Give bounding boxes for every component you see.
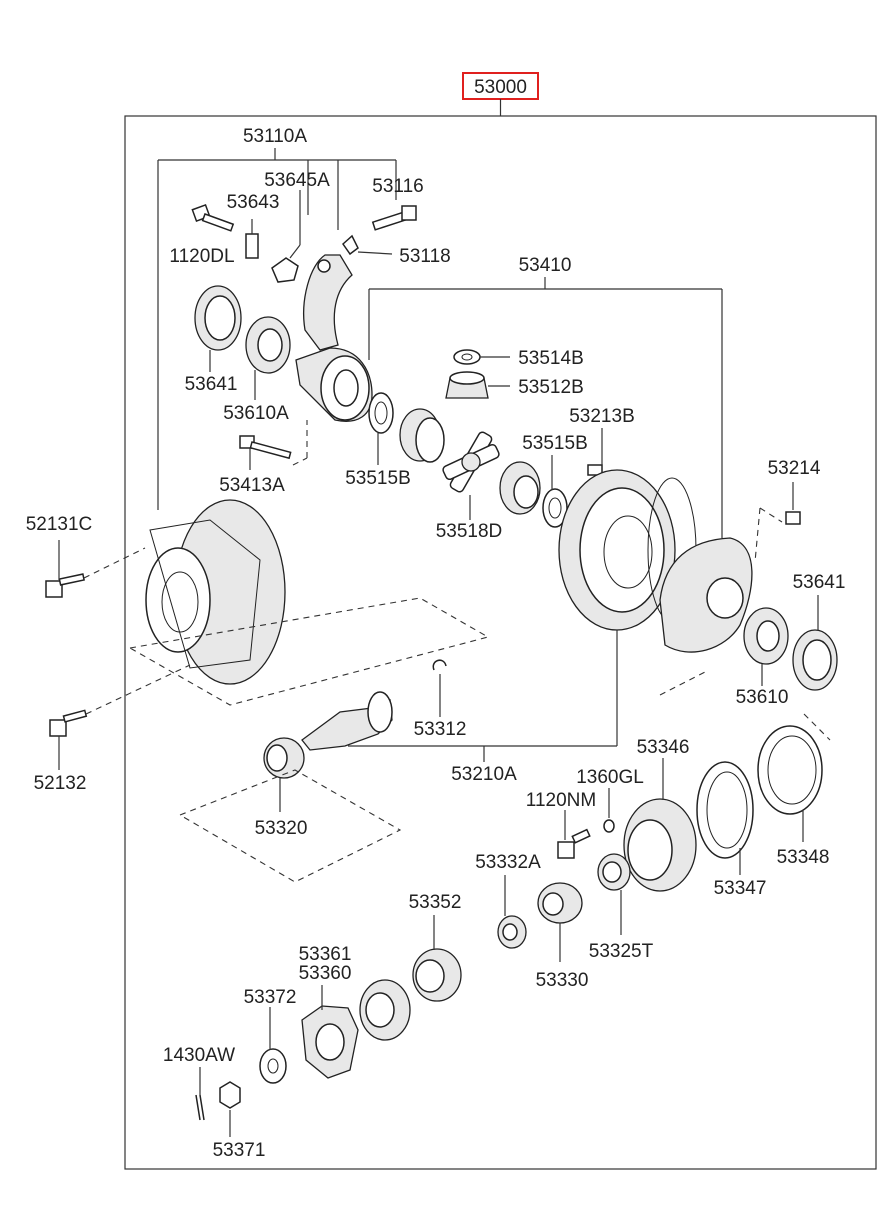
label-53512B[interactable]: 53512B bbox=[518, 377, 584, 398]
bearing-53610A-drawing bbox=[245, 316, 291, 374]
label-53360[interactable]: 53360 bbox=[299, 963, 352, 984]
label-53514B[interactable]: 53514B bbox=[518, 348, 584, 369]
label-1120NM[interactable]: 1120NM bbox=[526, 790, 596, 811]
assembly-plane-lower bbox=[178, 769, 402, 883]
seal-53325T-drawing bbox=[597, 853, 631, 891]
label-53346[interactable]: 53346 bbox=[637, 737, 690, 758]
label-53352[interactable]: 53352 bbox=[409, 892, 462, 913]
lock-53118-drawing bbox=[342, 234, 359, 256]
drive-pinion-drawing bbox=[301, 691, 393, 751]
label-1360GL[interactable]: 1360GL bbox=[576, 767, 644, 788]
label-53325T[interactable]: 53325T bbox=[589, 941, 654, 962]
label-53332A[interactable]: 53332A bbox=[475, 852, 541, 873]
companion-flange-drawing bbox=[301, 1005, 359, 1079]
bevel-cover-drawing bbox=[659, 537, 753, 653]
bolt-52132-drawing bbox=[49, 709, 88, 737]
bearing-53610-drawing bbox=[743, 607, 789, 665]
label-53348[interactable]: 53348 bbox=[777, 847, 830, 868]
gasket-53347-drawing bbox=[696, 761, 754, 859]
adjuster-nut-right-drawing bbox=[792, 629, 838, 691]
label-53645A[interactable]: 53645A bbox=[264, 170, 330, 191]
label-53610[interactable]: 53610 bbox=[736, 687, 789, 708]
label-53330[interactable]: 53330 bbox=[536, 970, 589, 991]
retainer-53346-drawing bbox=[623, 798, 697, 892]
pinion-gear-53512B-drawing bbox=[445, 371, 489, 399]
side-gear-left-drawing bbox=[399, 408, 445, 463]
label-53116[interactable]: 53116 bbox=[372, 176, 423, 197]
label-53641-right[interactable]: 53641 bbox=[793, 572, 846, 593]
snap-ring-53312-drawing bbox=[432, 659, 447, 671]
label-53610A[interactable]: 53610A bbox=[223, 403, 289, 424]
label-53210A[interactable]: 53210A bbox=[451, 764, 517, 785]
label-53641-left[interactable]: 53641 bbox=[185, 374, 238, 395]
label-53320[interactable]: 53320 bbox=[255, 818, 308, 839]
bolt-1120NM-drawing bbox=[557, 828, 591, 859]
oil-seal-53352-drawing bbox=[412, 948, 462, 1002]
label-1430AW[interactable]: 1430AW bbox=[163, 1045, 235, 1066]
label-53515B-left[interactable]: 53515B bbox=[345, 468, 411, 489]
label-53413A[interactable]: 53413A bbox=[219, 475, 285, 496]
bearing-53320-drawing bbox=[263, 737, 305, 779]
washer-1360GL-drawing bbox=[603, 819, 615, 833]
label-52131C[interactable]: 52131C bbox=[26, 514, 93, 535]
label-53518D[interactable]: 53518D bbox=[436, 521, 503, 542]
label-53410[interactable]: 53410 bbox=[519, 255, 572, 276]
label-53347[interactable]: 53347 bbox=[714, 878, 767, 899]
label-53643[interactable]: 53643 bbox=[227, 192, 280, 213]
bearing-53330-drawing bbox=[537, 882, 583, 924]
label-52132[interactable]: 52132 bbox=[34, 773, 87, 794]
spacer-53332A-drawing bbox=[497, 915, 527, 949]
washer-53514B-drawing bbox=[453, 349, 481, 365]
washer-53515B-left-drawing bbox=[368, 392, 394, 434]
label-53361[interactable]: 53361 bbox=[299, 944, 352, 965]
spider-53518D-drawing bbox=[442, 431, 500, 493]
label-53118[interactable]: 53118 bbox=[399, 246, 450, 267]
ring-gear-drawing bbox=[558, 469, 697, 631]
bolt-52131C-drawing bbox=[45, 573, 85, 598]
clip-53643-drawing bbox=[245, 233, 259, 259]
label-53372[interactable]: 53372 bbox=[244, 987, 297, 1008]
label-53312[interactable]: 53312 bbox=[414, 719, 467, 740]
washer-53372-drawing bbox=[259, 1048, 287, 1084]
bearing-cap-drawing bbox=[303, 254, 353, 351]
bolt-1120DL-drawing bbox=[191, 204, 235, 232]
label-53214[interactable]: 53214 bbox=[768, 458, 821, 479]
differential-case-drawing bbox=[295, 347, 373, 422]
cotter-pin-1430AW-drawing bbox=[195, 1094, 205, 1121]
label-53371[interactable]: 53371 bbox=[213, 1140, 266, 1161]
assembly-number-label[interactable]: 53000 bbox=[474, 77, 527, 98]
nut-53214-drawing bbox=[785, 511, 801, 525]
carrier-housing-drawing bbox=[145, 499, 286, 685]
label-53213B[interactable]: 53213B bbox=[569, 406, 635, 427]
dust-cover-drawing bbox=[359, 979, 411, 1041]
lock-plate-53645A-drawing bbox=[271, 257, 299, 283]
bolt-53116-drawing bbox=[371, 205, 417, 231]
label-1120DL[interactable]: 1120DL bbox=[169, 246, 234, 267]
label-53110A[interactable]: 53110A bbox=[243, 126, 307, 147]
adjuster-nut-left-drawing bbox=[194, 285, 242, 351]
bolt-53413A-drawing bbox=[239, 435, 292, 460]
side-gear-right-drawing bbox=[499, 461, 541, 515]
nut-53371-drawing bbox=[219, 1081, 241, 1109]
label-53515B-right[interactable]: 53515B bbox=[522, 433, 588, 454]
